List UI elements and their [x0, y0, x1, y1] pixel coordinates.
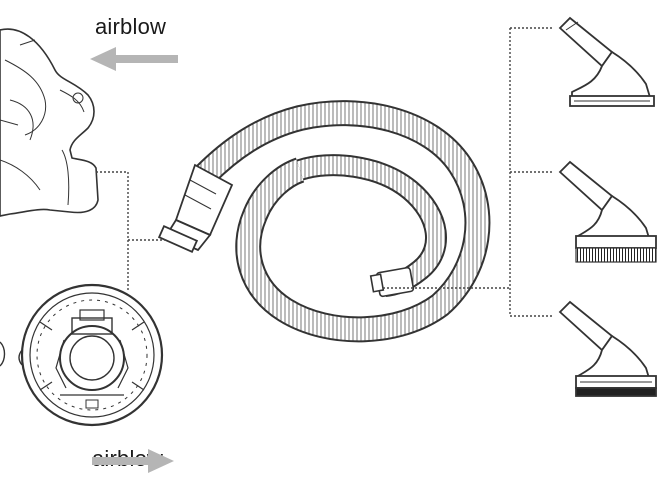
cropped-part-icon — [0, 342, 5, 366]
nozzle-flat-icon — [560, 18, 654, 106]
vacuum-body-icon — [0, 29, 98, 216]
airblow-arrow-top — [90, 47, 178, 71]
airblow-arrow-bottom — [92, 449, 174, 473]
nozzle-upholstery-icon — [560, 302, 656, 396]
nozzle-brush-icon — [560, 162, 656, 262]
flexible-hose-icon — [159, 113, 477, 329]
filter-cap-icon — [19, 285, 162, 425]
